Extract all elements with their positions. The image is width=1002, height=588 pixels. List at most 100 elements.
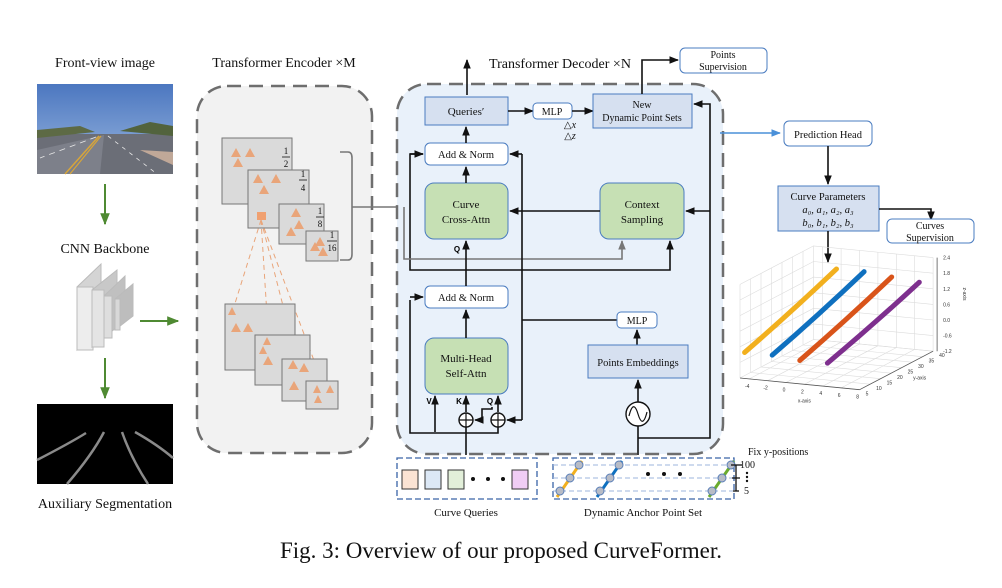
z-tick-label: 2.4 (943, 256, 950, 262)
x-axis-line (739, 377, 860, 391)
curve-params-a: a₀, a₁, a₂, a₃ (802, 205, 854, 216)
anchor-point (595, 486, 605, 496)
grid-line-x (785, 343, 860, 383)
curve-query-squares (401, 469, 529, 490)
backbone-title: CNN Backbone (60, 242, 149, 257)
x-tick-label: -2 (763, 386, 768, 392)
anchor-point (605, 473, 615, 483)
curves-supervision-line2: Supervision (906, 233, 954, 244)
context-sampling-box (599, 182, 685, 240)
fix-y-top-value: 100 (740, 460, 755, 471)
arrow-anchor-to-new-points (638, 100, 711, 439)
grid-line-x (749, 340, 823, 380)
curve-query-4 (511, 469, 529, 490)
delta-z-label: △z (564, 131, 576, 142)
fix-y-bottom-value: 5 (744, 486, 749, 497)
anchor-ellipsis (646, 472, 682, 476)
curve-params-b: b₀, b₁, b₂, b₃ (802, 218, 854, 229)
front-view-image (37, 84, 173, 175)
new-points-line2: Dynamic Point Sets (602, 113, 682, 124)
curve-queries-ellipsis (471, 477, 505, 481)
y-tick-label: 5 (866, 392, 869, 398)
cross-attn-line2: Cross-Attn (442, 214, 491, 226)
x-tick-label: 2 (801, 389, 804, 395)
z-tick-label: 0.0 (943, 318, 950, 324)
plot-axes (739, 257, 938, 391)
line-encoder-to-context (403, 207, 626, 260)
x-axis-label: x-axis (798, 398, 812, 404)
x-tick-label: 0 (783, 388, 786, 394)
y-tick-label: 10 (876, 386, 882, 392)
curve-cross-attn-box (424, 182, 509, 240)
fix-y-ellipsis (745, 471, 749, 483)
scale-1-16-num: 1 (330, 230, 335, 240)
y-axis-line (859, 350, 934, 391)
scale-1-2-num: 1 (284, 146, 289, 156)
scale-1-4-den: 4 (301, 183, 306, 193)
delta-x-label: △x (564, 120, 577, 131)
points-supervision-line2: Supervision (699, 62, 747, 73)
scale-labels: 1 2 1 4 1 8 1 16 (282, 146, 337, 253)
mlp-bottom-label: MLP (627, 316, 648, 327)
curves-supervision-line1: Curves (916, 221, 944, 232)
z-tick-label: -1.2 (943, 349, 952, 355)
auxiliary-segmentation-image (36, 404, 174, 485)
y-tick-label: 15 (887, 381, 893, 387)
z-axis-label: z-axis (961, 287, 967, 301)
arrow-to-points-supervision (641, 56, 679, 94)
new-points-line1: New (633, 100, 653, 111)
arrow-pos-to-k-add (474, 407, 493, 424)
z-tick-label: 1.2 (943, 287, 950, 293)
grid-line-y (750, 372, 871, 385)
curves-supervision-box (886, 218, 975, 244)
x-tick-label: 4 (819, 391, 822, 397)
self-attn-line1: Multi-Head (440, 353, 492, 365)
multi-head-self-attn-box (424, 337, 509, 395)
grid-line-z (739, 261, 934, 301)
q-label: Q (487, 397, 493, 406)
z-tick-label: -0.6 (943, 334, 952, 340)
grid-line-x (822, 347, 897, 387)
context-line2: Sampling (621, 214, 664, 226)
series-lane-1 (742, 266, 839, 355)
anchor-point (614, 460, 624, 470)
plot-series (742, 266, 922, 366)
add-norm-bottom-label: Add & Norm (438, 293, 494, 304)
series-lane-3 (797, 274, 895, 363)
line-query-distribute (409, 300, 499, 434)
feature-pyramid-bottom (224, 303, 339, 410)
mlp-bottom-box (616, 311, 658, 329)
y-tick-label: 40 (939, 353, 945, 359)
points-supervision-line1: Points (710, 50, 735, 61)
queries-prime-label: Queriesʹ (448, 106, 485, 118)
x-tick-label: -4 (745, 384, 750, 390)
anchor-point-lines (555, 460, 736, 498)
grid-line-y (760, 366, 881, 379)
feature-bracket (340, 151, 353, 261)
grid-line-y (802, 344, 923, 357)
figure-caption: Fig. 3: Overview of our proposed CurveFo… (279, 538, 723, 563)
grid-line-x (767, 341, 842, 381)
curve-queries-label: Curve Queries (434, 507, 498, 519)
anchor-guide-lines (553, 464, 734, 492)
add-norm-top-label: Add & Norm (438, 150, 494, 161)
points-supervision-box (679, 47, 768, 74)
scale-1-16-den: 16 (328, 243, 338, 253)
curve-params-title: Curve Parameters (791, 192, 866, 203)
scale-1-2-den: 2 (284, 159, 289, 169)
fix-y-ruler (731, 464, 742, 492)
front-view-title: Front-view image (55, 56, 155, 71)
grid-line-z (739, 276, 934, 316)
v-label: V (426, 397, 432, 406)
self-attn-line2: Self-Attn (446, 368, 487, 380)
cnn-backbone-icon (76, 262, 134, 352)
y-tick-label: 30 (918, 364, 924, 370)
scale-1-8-den: 8 (318, 219, 323, 229)
decoder-title: Transformer Decoder ×N (489, 57, 631, 72)
grid-line-z (739, 245, 934, 285)
x-tick-label: 6 (838, 393, 841, 399)
anchor-point (717, 473, 727, 483)
curve-query-1 (401, 469, 419, 490)
